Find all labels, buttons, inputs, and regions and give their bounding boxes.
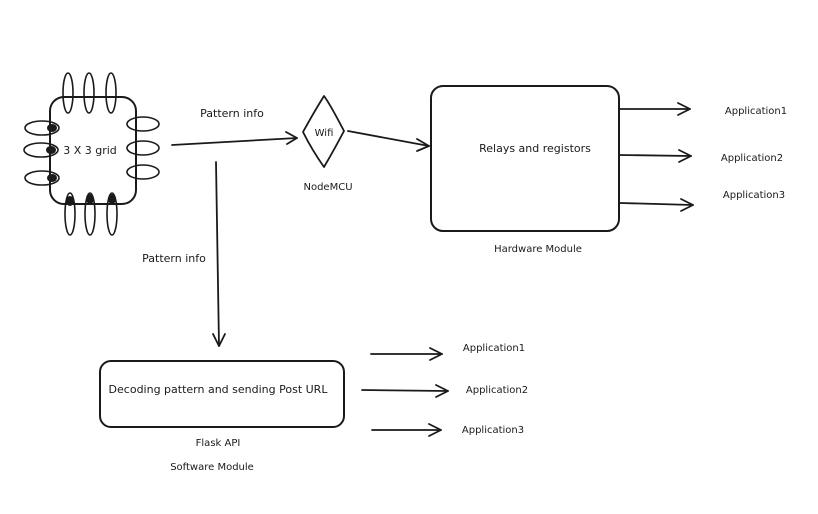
grid-pin xyxy=(62,72,74,114)
grid-pin-dot xyxy=(46,146,56,154)
edge-grid-to-wifi: Pattern info xyxy=(171,107,298,146)
grid-pin xyxy=(126,164,160,180)
edge-wifi-to-hardware xyxy=(347,130,430,152)
grid-pin-dot xyxy=(86,194,94,204)
edge-label-pattern-info: Pattern info xyxy=(200,107,264,120)
software-caption-2: Software Module xyxy=(170,462,254,473)
wifi-node: Wifi NodeMCU xyxy=(302,95,353,193)
hardware-output-1: Application1 xyxy=(725,106,787,117)
edge-grid-to-flask: Pattern info xyxy=(142,161,226,347)
grid-pin xyxy=(105,72,117,114)
grid-node: 3 X 3 grid xyxy=(23,72,160,236)
grid-pin xyxy=(24,170,60,186)
grid-pin xyxy=(83,72,95,114)
software-box-label: Decoding pattern and sending Post URL xyxy=(109,383,329,396)
grid-pin xyxy=(106,192,118,236)
hardware-box xyxy=(430,85,620,232)
grid-pin-dot xyxy=(108,194,116,204)
software-caption-1: Flask API xyxy=(196,438,241,449)
grid-pin-dot xyxy=(66,196,74,206)
grid-label: 3 X 3 grid xyxy=(63,144,117,157)
grid-pin-dot xyxy=(47,124,57,132)
grid-pin xyxy=(84,192,96,236)
wifi-diamond xyxy=(302,95,345,168)
wifi-caption: NodeMCU xyxy=(303,182,352,193)
software-output-2: Application2 xyxy=(466,385,528,396)
software-box xyxy=(99,360,345,428)
grid-pin-dot xyxy=(47,174,57,182)
hardware-node: Relays and registors Hardware Module App… xyxy=(430,85,787,255)
grid-pin xyxy=(23,142,59,158)
grid-pin xyxy=(126,116,160,132)
grid-pin xyxy=(24,120,60,136)
hardware-output-2: Application2 xyxy=(721,153,783,164)
wifi-label: Wifi xyxy=(315,128,334,139)
hardware-output-3: Application3 xyxy=(723,190,785,201)
grid-pin xyxy=(64,192,76,236)
software-output-3: Application3 xyxy=(462,425,524,436)
software-output-1: Application1 xyxy=(463,343,525,354)
hardware-caption: Hardware Module xyxy=(494,244,582,255)
grid-pin xyxy=(126,140,160,156)
software-node: Decoding pattern and sending Post URL Fl… xyxy=(99,343,528,473)
edge-label-pattern-info-2: Pattern info xyxy=(142,252,206,265)
hardware-box-label: Relays and registors xyxy=(479,142,591,155)
